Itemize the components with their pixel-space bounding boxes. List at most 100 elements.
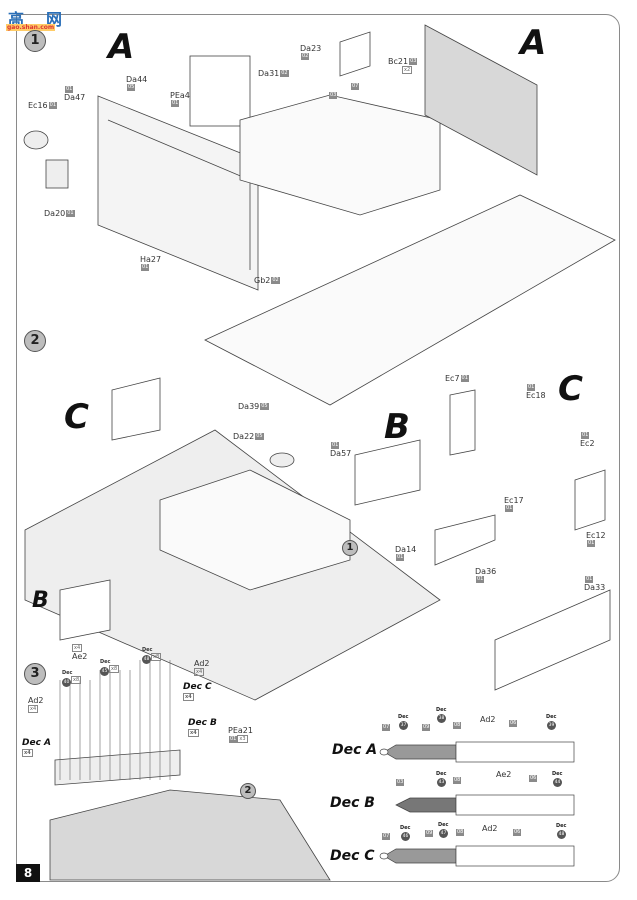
inset-box bbox=[189, 55, 251, 127]
logo-url: gao.shan.com bbox=[6, 24, 56, 31]
shell-guide-label-c: Dec C bbox=[330, 848, 375, 864]
pea21-rack bbox=[54, 749, 181, 786]
floor-plate-gb2 bbox=[204, 194, 616, 406]
shell-a-decal-3: 39 bbox=[547, 721, 556, 730]
subassembly-b-label-small: B bbox=[32, 588, 49, 613]
subassembly-c-label-left: C bbox=[64, 397, 89, 437]
side-panel-left bbox=[97, 95, 259, 291]
hull-step3 bbox=[49, 789, 331, 881]
shell-c-case-color: 06 bbox=[513, 829, 522, 836]
da33-part bbox=[494, 589, 611, 691]
tag-03: 03 bbox=[329, 92, 338, 99]
step-1-badge: 1 bbox=[24, 30, 46, 52]
tag-07: 07 bbox=[351, 83, 360, 90]
shell-b-dec-word-3: Dec bbox=[552, 771, 563, 777]
da36-part bbox=[434, 514, 496, 566]
shell-dec-a bbox=[379, 741, 575, 763]
subassembly-a-label-left: A bbox=[108, 27, 135, 67]
shell-guide-label-a: Dec A bbox=[332, 742, 378, 758]
shell-c-dec-word-1: Dec bbox=[400, 825, 411, 831]
shell-guide-label-b: Dec B bbox=[330, 795, 375, 811]
hull-step2-top bbox=[159, 469, 351, 591]
shell-a-decal-2: 38 bbox=[437, 714, 446, 723]
step-3-badge: 3 bbox=[24, 663, 46, 685]
shell-b-case: Ae2 bbox=[496, 770, 512, 779]
ec16-part bbox=[23, 130, 49, 150]
shell-a-tip-color: 07 bbox=[382, 724, 391, 731]
shell-a-dec-word-3: Dec bbox=[546, 714, 557, 720]
shell-c-decal-1: 46 bbox=[401, 832, 410, 841]
da20-part bbox=[45, 159, 69, 189]
shell-a-band-color-1: 09 bbox=[422, 724, 431, 731]
step-2-reference: 2 bbox=[240, 783, 256, 799]
sub-b-step2 bbox=[59, 579, 111, 641]
shell-b-tip-color: 03 bbox=[396, 779, 405, 786]
sub-c-box bbox=[111, 377, 161, 441]
shell-c-decal-3: 48 bbox=[557, 830, 566, 839]
page-number: 8 bbox=[16, 864, 40, 882]
step-2-badge: 2 bbox=[24, 330, 46, 352]
step-1-reference: 1 bbox=[342, 540, 358, 556]
center-block bbox=[239, 94, 441, 216]
side-panel-right bbox=[424, 24, 538, 176]
shell-a-dec-word-1: Dec bbox=[398, 714, 409, 720]
shell-c-tip-color: 07 bbox=[382, 833, 391, 840]
shell-a-case-color: 06 bbox=[509, 720, 518, 727]
da23-part bbox=[339, 31, 371, 77]
shell-c-decal-2: 47 bbox=[439, 829, 448, 838]
da22-part bbox=[269, 452, 295, 468]
shell-c-band-color-2: 08 bbox=[456, 829, 465, 836]
shell-dec-b bbox=[395, 794, 575, 816]
ec7-part bbox=[449, 389, 476, 456]
shell-c-band-color-1: 09 bbox=[425, 830, 434, 837]
subassembly-c-label-right: C bbox=[558, 369, 583, 409]
shell-a-dec-word-2: Dec bbox=[436, 707, 447, 713]
shell-c-dec-word-3: Dec bbox=[556, 823, 567, 829]
subassembly-b-label: B bbox=[384, 407, 410, 447]
shell-c-dec-word-2: Dec bbox=[438, 822, 449, 828]
shell-a-case: Ad2 bbox=[480, 715, 496, 724]
shell-b-dec-word-2: Dec bbox=[436, 771, 447, 777]
shell-b-decal-2: 43 bbox=[437, 778, 446, 787]
shell-b-decal-3: 44 bbox=[553, 778, 562, 787]
page-frame bbox=[16, 14, 620, 882]
subassembly-a-label-right: A bbox=[520, 23, 547, 63]
shell-a-decal-1: 37 bbox=[399, 721, 408, 730]
shell-b-band-color-2: 08 bbox=[453, 777, 462, 784]
shell-c-case: Ad2 bbox=[482, 824, 498, 833]
ec12-part bbox=[574, 469, 606, 531]
shell-b-case-color: 06 bbox=[529, 775, 538, 782]
shell-dec-c bbox=[379, 845, 575, 867]
